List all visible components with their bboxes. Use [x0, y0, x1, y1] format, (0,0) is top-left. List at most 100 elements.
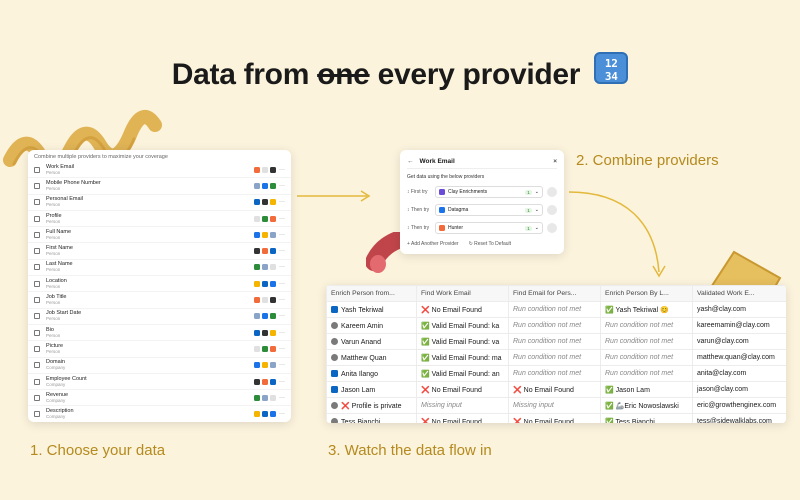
close-icon[interactable]: × [553, 158, 557, 165]
more-icon[interactable]: ··· [279, 378, 285, 385]
provider-icon [270, 345, 276, 352]
table-cell[interactable]: Run condition not met [600, 333, 693, 350]
table-row[interactable]: Jason Lam❌ No Email Found❌ No Email Foun… [326, 381, 786, 398]
table-cell[interactable]: Tess Bianchi [326, 413, 417, 423]
settings-icon[interactable] [547, 205, 557, 215]
more-icon[interactable]: ··· [279, 264, 285, 271]
settings-icon[interactable] [547, 187, 557, 197]
table-cell[interactable]: ❌ No Email Found [508, 413, 601, 423]
table-cell[interactable]: eric@growthenginex.com [692, 397, 786, 414]
table-cell[interactable]: Varun Anand [326, 333, 417, 350]
table-cell[interactable]: ❌ No Email Found [416, 301, 509, 318]
more-icon[interactable]: ··· [279, 199, 285, 206]
more-icon[interactable]: ··· [279, 182, 285, 189]
provider-icon [262, 378, 268, 385]
table-cell[interactable]: Missing input [508, 397, 601, 414]
column-header[interactable]: Enrich Person By L... [600, 285, 693, 302]
table-cell[interactable]: Run condition not met [508, 349, 601, 366]
table-cell[interactable]: ✅ Jason Lam [600, 381, 693, 398]
more-icon[interactable]: ··· [279, 394, 285, 401]
table-cell[interactable]: ✅ Tess Bianchi [600, 413, 693, 423]
more-icon[interactable]: ··· [279, 297, 285, 304]
table-cell[interactable]: ✅ Valid Email Found: ma [416, 349, 509, 366]
table-cell[interactable]: ✅ Valid Email Found: an [416, 365, 509, 382]
column-header[interactable]: Enrich Person from... [326, 285, 417, 302]
table-cell[interactable]: matthew.quan@clay.com [692, 349, 786, 366]
more-icon[interactable]: ··· [279, 362, 285, 369]
table-cell[interactable]: ✅ Valid Email Found: ka [416, 317, 509, 334]
table-cell[interactable]: ❌ No Email Found [416, 381, 509, 398]
table-cell[interactable]: Missing input [416, 397, 509, 414]
provider-icon [254, 394, 260, 401]
more-icon[interactable]: ··· [279, 329, 285, 336]
column-header[interactable]: Find Email for Pers... [508, 285, 601, 302]
table-cell[interactable]: ✅ Valid Email Found: va [416, 333, 509, 350]
more-icon[interactable]: ··· [279, 166, 285, 173]
table-cell[interactable]: Run condition not met [508, 365, 601, 382]
table-cell[interactable]: ❌ Profile is private [326, 397, 417, 414]
column-header[interactable]: Find Work Email [416, 285, 509, 302]
add-provider-button[interactable]: + Add Another Provider [407, 241, 459, 247]
table-cell[interactable]: yash@clay.com [692, 301, 786, 318]
table-cell[interactable]: Run condition not met [600, 317, 693, 334]
table-cell[interactable]: Run condition not met [600, 365, 693, 382]
table-cell[interactable]: ✅ Yash Tekriwal 😊 [600, 301, 693, 318]
settings-icon[interactable] [547, 223, 557, 233]
field-name: Employee Count [46, 375, 87, 382]
table-cell[interactable]: varun@clay.com [692, 333, 786, 350]
table-row[interactable]: Tess Bianchi❌ No Email Found❌ No Email F… [326, 413, 786, 423]
table-cell[interactable]: Kareem Amin [326, 317, 417, 334]
more-icon[interactable]: ··· [279, 248, 285, 255]
table-cell[interactable]: kareemamin@clay.com [692, 317, 786, 334]
back-arrow-icon[interactable]: ← [407, 158, 414, 165]
table-cell[interactable]: Matthew Quan [326, 349, 417, 366]
more-icon[interactable]: ··· [279, 215, 285, 222]
table-cell[interactable]: anita@clay.com [692, 365, 786, 382]
more-icon[interactable]: ··· [279, 411, 285, 418]
column-header[interactable]: Validated Work E... [692, 285, 786, 302]
table-cell[interactable]: Run condition not met [508, 301, 601, 318]
field-type-icon [34, 215, 40, 222]
table-cell[interactable]: Jason Lam [326, 381, 417, 398]
table-cell[interactable]: ✅ 🦾Eric Nowoslawski [600, 397, 693, 414]
more-icon[interactable]: ··· [279, 280, 285, 287]
more-icon[interactable]: ··· [279, 231, 285, 238]
table-cell[interactable]: Run condition not met [508, 317, 601, 334]
table-cell[interactable]: Run condition not met [508, 333, 601, 350]
more-icon[interactable]: ··· [279, 313, 285, 320]
more-icon[interactable]: ··· [279, 345, 285, 352]
table-cell[interactable]: jason@clay.com [692, 381, 786, 398]
table-cell[interactable]: tess@sidewalklabs.com [692, 413, 786, 423]
table-cell[interactable]: Run condition not met [600, 349, 693, 366]
reset-default-button[interactable]: ↻ Reset To Default [468, 241, 512, 247]
table-cell[interactable]: Yash Tekriwal [326, 301, 417, 318]
table-cell[interactable]: ❌ No Email Found [416, 413, 509, 423]
table-cell[interactable]: ❌ No Email Found [508, 381, 601, 398]
table-cell[interactable]: Anita Ilango [326, 365, 417, 382]
